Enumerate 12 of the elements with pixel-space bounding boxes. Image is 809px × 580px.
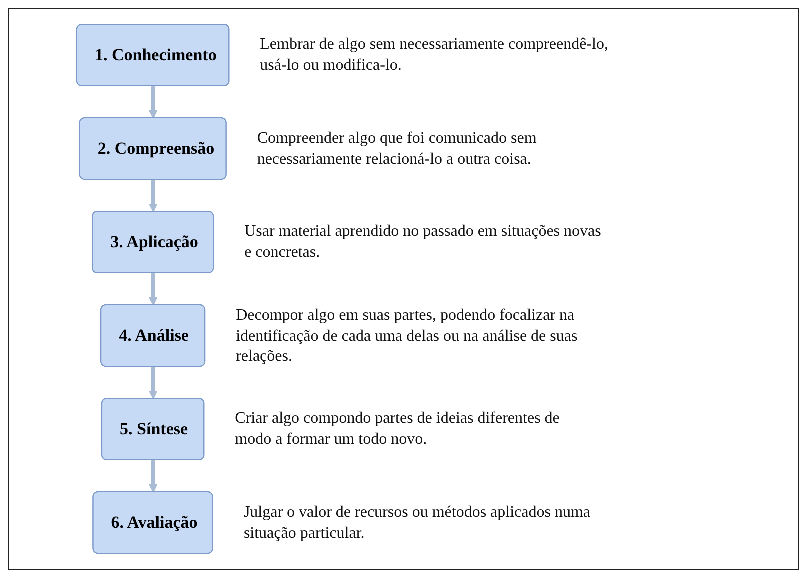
description-text: Lembrar de algo sem necessariamente compreendê-lo, usá-lo ou modifica-lo. xyxy=(260,35,610,76)
description-text: Julgar o valor de recursos ou métodos aplicados numa situação particular. xyxy=(244,502,592,544)
arrow xyxy=(148,86,158,119)
description-text: Usar material aprendido no passado em situações novas e concretas. xyxy=(244,222,602,264)
arrow xyxy=(148,180,158,212)
description-text: Criar algo compondo partes de ideias diferentes de modo a formar um todo novo. xyxy=(235,409,561,450)
arrow xyxy=(148,366,158,400)
arrow xyxy=(148,460,158,493)
diagram-frame: 1. Conhecimento 2. Compreensão 3. Aplicação 4. Análise 5. Síntese 6. Avaliação Lembrar de algo sem necessariamente compreendê-lo, usá-lo ou modifica-lo. Compreender algo que foi comunicado sem necessariamente relacioná-lo a outra coisa. Usar material aprendido no passado em situações novas e concretas. Decompor algo em suas partes, podendo focalizar na identificação de cada uma delas ou na análise de suas relações. Criar algo compondo partes de ideias diferentes de modo a formar um todo novo. Julgar o valor de recursos ou métodos aplicados numa situação particular. xyxy=(8,8,799,570)
description-text: Compreender algo que foi comunicado sem necessariamente relacioná-lo a outra coisa. xyxy=(257,128,538,170)
arrow xyxy=(148,273,158,306)
description-text: Decompor algo em suas partes, podendo focalizar na identificação de cada uma delas ou na análise de suas relações. xyxy=(236,306,579,368)
